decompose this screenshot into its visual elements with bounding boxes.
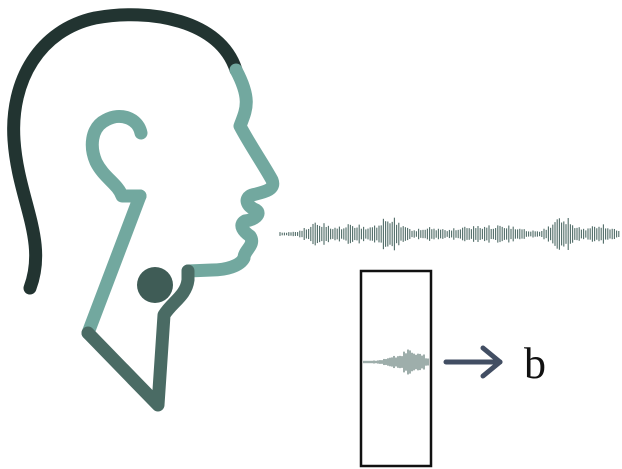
face-profile [188, 70, 273, 271]
audio-waveform-icon [280, 218, 619, 251]
arrow-right-icon [446, 348, 500, 376]
neck-back [88, 196, 140, 333]
larynx-dot [137, 267, 173, 303]
ear [92, 116, 141, 196]
audio-waveform-icon [364, 350, 428, 375]
head-profile-icon [14, 15, 273, 405]
output-label: b [524, 339, 546, 388]
